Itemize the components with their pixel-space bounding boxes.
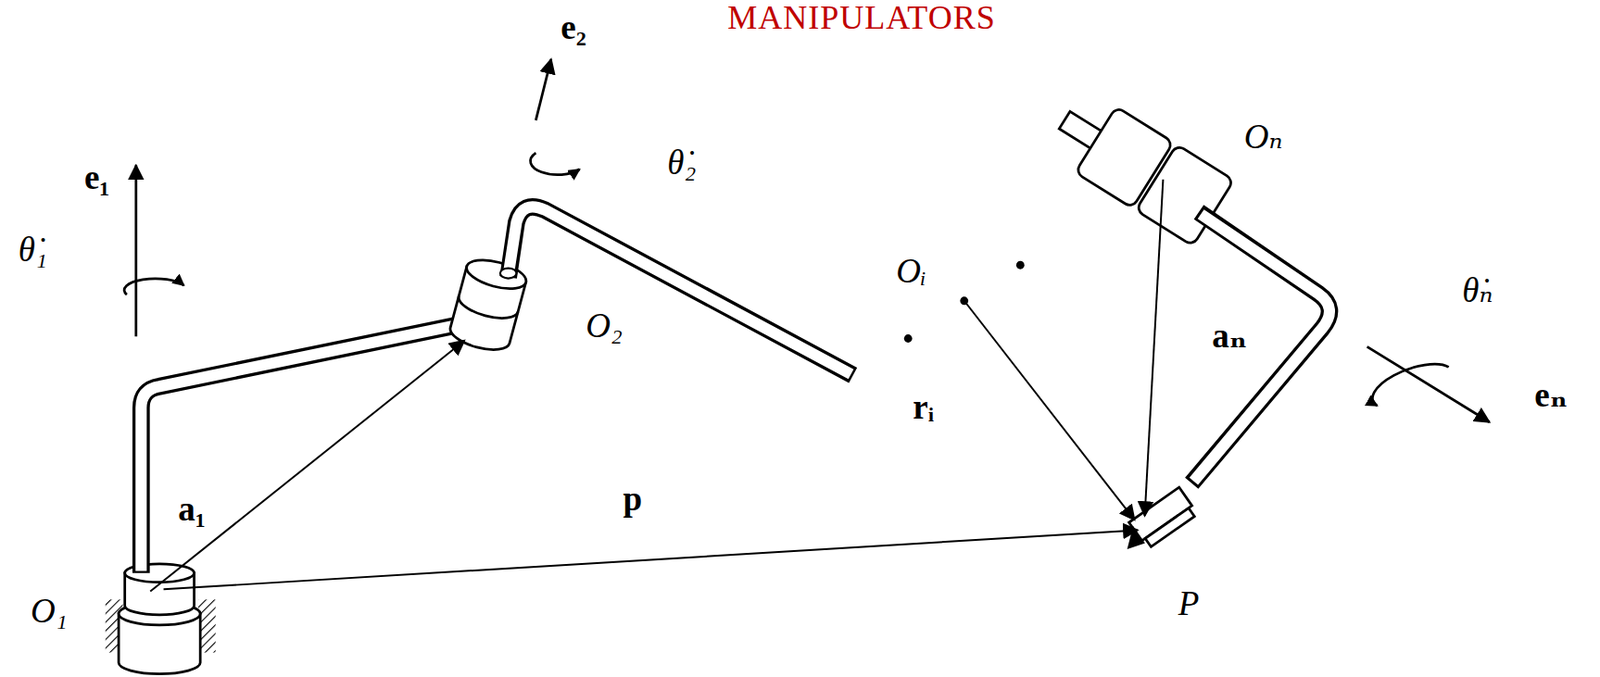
symbol-label: e₁	[84, 159, 111, 198]
symbol-label: a₁	[177, 491, 206, 530]
symbol-label: θ̇₂	[667, 144, 696, 183]
position-vectors	[150, 179, 1163, 593]
symbol-label: θ̇ₙ	[1461, 272, 1493, 311]
symbol-label: aₙ	[1211, 317, 1248, 356]
symbol-label: Oₙ	[1244, 118, 1284, 157]
link-n	[1191, 212, 1330, 484]
symbol-label: Oᵢ	[895, 252, 927, 291]
symbol-label: P	[1178, 585, 1200, 624]
symbol-label: O₁	[30, 592, 68, 631]
axis-n	[1367, 346, 1490, 422]
symbol-label: p	[623, 480, 643, 519]
link-2	[500, 206, 854, 376]
end-effector	[1117, 487, 1198, 558]
symbol-label: rᵢ	[912, 389, 934, 428]
symbol-label: θ̇₁	[18, 231, 48, 270]
symbol-label: eₙ	[1534, 377, 1568, 416]
symbol-label: O₂	[585, 307, 623, 346]
base-joint	[105, 564, 216, 675]
page-title: MANIPULATORS	[727, 0, 996, 38]
axis-1	[124, 164, 184, 337]
symbol-label: e₂	[560, 9, 587, 48]
axis-2	[530, 59, 580, 176]
link-1	[140, 324, 462, 574]
